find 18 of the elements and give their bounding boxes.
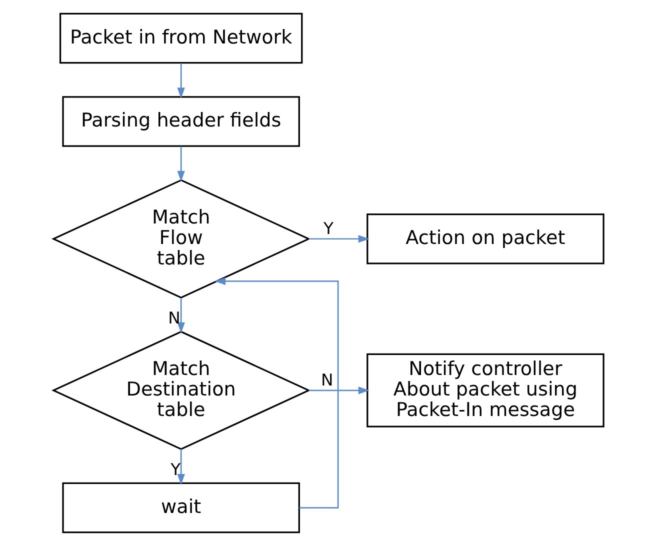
node-box: Packet in from Network bbox=[58, 12, 302, 64]
edge-label: Y bbox=[170, 460, 180, 479]
arrow bbox=[176, 449, 184, 485]
node-box: Parsing header fields bbox=[62, 96, 300, 147]
node-diamond: Match Flow table bbox=[51, 179, 310, 298]
arrow bbox=[176, 146, 184, 182]
node-box: Notify controller About packet using Packet-In message bbox=[366, 353, 604, 428]
node-diamond: Match Destination table bbox=[51, 330, 310, 450]
arrow bbox=[308, 235, 369, 243]
arrow bbox=[176, 63, 184, 99]
arrow bbox=[308, 386, 369, 394]
arrow bbox=[214, 277, 338, 508]
edge-label: N bbox=[168, 308, 180, 328]
edge-label: N bbox=[320, 370, 333, 390]
node-box: wait bbox=[62, 482, 300, 534]
arrow bbox=[176, 298, 184, 334]
edge-label: Y bbox=[323, 219, 333, 238]
node-box: Action on packet bbox=[366, 213, 604, 264]
